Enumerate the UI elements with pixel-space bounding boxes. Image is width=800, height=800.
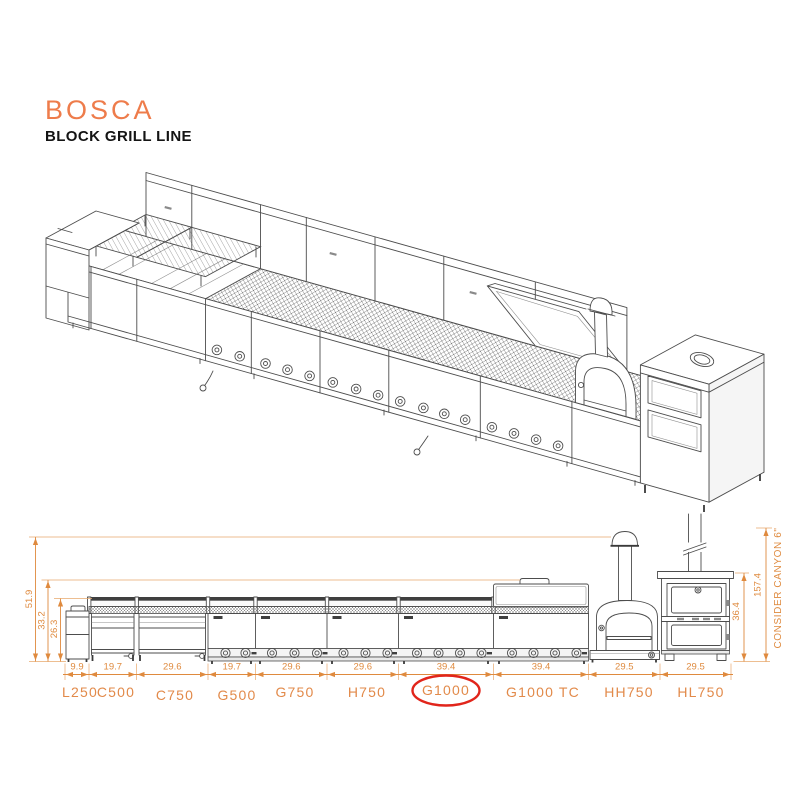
brand-block: BOSCA BLOCK GRILL LINE: [45, 95, 192, 145]
height-dim-36-4: 36.4: [731, 602, 742, 621]
width-dim-c750: 29.6: [163, 662, 182, 673]
model-label-g750: G750: [275, 684, 314, 700]
left-height-dims: 51.9 33.2 26.3: [24, 536, 611, 662]
elev-windscreen: [87, 596, 496, 614]
height-dim-157-4: 157.4: [753, 573, 764, 597]
brand-title: BOSCA: [45, 95, 155, 125]
model-labels: L250 C500 C750 G500 G750 H750 G1000 G100…: [62, 674, 724, 707]
width-dim-g500: 19.7: [223, 662, 242, 673]
model-label-g1000: G1000: [422, 682, 470, 698]
elev-pizza-chimney: [610, 531, 639, 601]
iso-pizza-chimney: [587, 297, 616, 358]
height-dim-26-3: 26.3: [49, 620, 60, 639]
elev-oven-chimney: [683, 513, 707, 572]
iso-box-oven: [639, 334, 765, 512]
elevation-unit-l250: [65, 605, 90, 662]
width-dim-g750: 29.6: [282, 662, 301, 673]
width-dim-l250: 9.9: [70, 662, 83, 673]
width-dim-c500: 19.7: [104, 662, 123, 673]
width-dim-hh750: 29.5: [615, 662, 634, 673]
elev-grate-band: [88, 606, 589, 614]
right-height-dims: 36.4 157.4 CONSIDER CANYON 6": [731, 527, 784, 662]
model-label-g1000tc: G1000 TC: [506, 684, 580, 700]
iso-burner-knobs: [211, 344, 564, 452]
product-line-title: BLOCK GRILL LINE: [45, 127, 192, 145]
model-label-l250: L250: [62, 684, 98, 700]
width-dim-hl750: 29.5: [686, 662, 705, 673]
model-label-hl750: HL750: [677, 684, 724, 700]
iso-wood-box: [45, 210, 140, 331]
width-dim-h750: 29.6: [354, 662, 373, 673]
elev-tc-hood: [493, 578, 589, 608]
model-label-hh750: HH750: [604, 684, 654, 700]
width-dim-g1000tc: 39.4: [532, 662, 551, 673]
iso-pizza-oven: [575, 297, 637, 420]
elevation-unit-c750: [138, 613, 206, 661]
elevation-unit-hh750: [589, 531, 660, 663]
model-label-h750: H750: [348, 684, 386, 700]
model-label-c500: C500: [97, 684, 135, 700]
width-dim-g1000: 39.4: [437, 662, 456, 673]
elev-gas-cabinets: [207, 613, 589, 664]
elev-control-knobs: [220, 647, 587, 659]
model-label-c750: C750: [156, 687, 194, 703]
iso-windscreen: [145, 172, 628, 373]
height-dim-51-9: 51.9: [24, 590, 35, 609]
flue-note: CONSIDER CANYON 6": [773, 527, 784, 648]
iso-gas-taps: [199, 370, 429, 456]
elevation-unit-c500: [91, 613, 135, 661]
iso-charcoal-grates: [89, 214, 262, 287]
elevation-unit-hl750: [657, 513, 734, 661]
height-dim-33-2: 33.2: [37, 611, 48, 630]
dimension-lines: 9.9 19.7 29.6 19.7 29.6 29.6 39.4 39.4 2…: [24, 527, 784, 680]
highlight-circle-g1000: [411, 674, 481, 707]
model-label-g500: G500: [217, 687, 256, 703]
